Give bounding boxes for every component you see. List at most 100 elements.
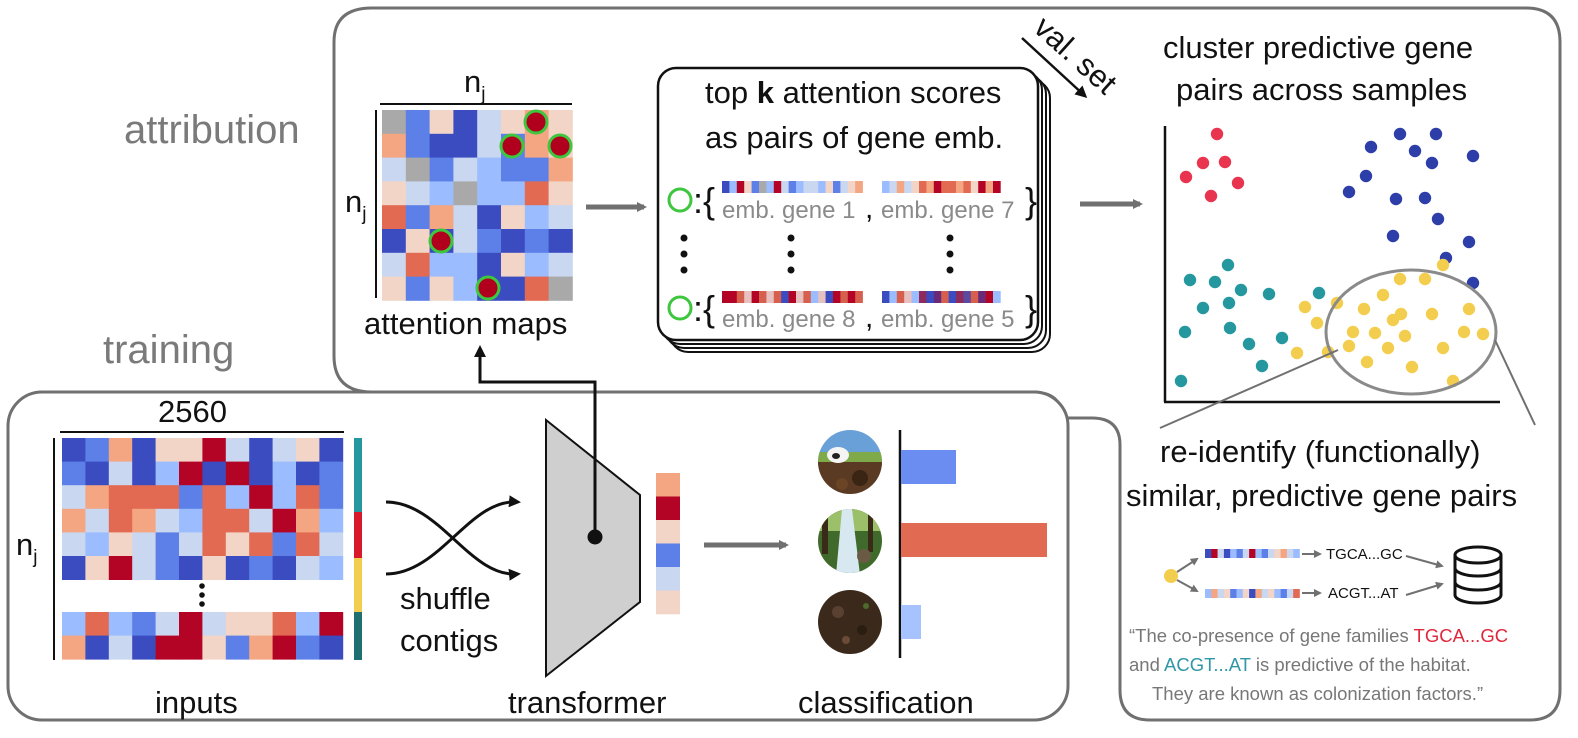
contig-color-strip: [354, 438, 362, 660]
inputs-width-label: 2560: [158, 394, 227, 429]
cluster-point-blue: [1389, 192, 1403, 206]
input-cell: [155, 556, 180, 580]
shuffle-arrow-down: [385, 500, 521, 581]
embedding-cell: [919, 291, 927, 303]
embedding-cell: [818, 181, 826, 193]
embedding-cell: [773, 291, 782, 303]
embedding-cell: [840, 181, 849, 193]
attention-cell: [524, 276, 549, 301]
cluster-point-blue: [1364, 140, 1378, 154]
embedding-cell: [803, 181, 812, 193]
input-cell: [179, 438, 203, 462]
input-cell: [319, 556, 344, 580]
input-cell: [272, 438, 297, 462]
attention-cell: [429, 110, 454, 135]
input-cell: [108, 635, 133, 660]
attention-cell: [524, 133, 549, 158]
cluster-point-yellow: [1376, 288, 1390, 302]
input-cell: [249, 485, 273, 510]
query-point: [1164, 569, 1178, 583]
embedding-bar: [882, 181, 1001, 193]
input-cell: [202, 635, 227, 660]
score-circle-icon: [667, 295, 693, 321]
input-cell: [155, 635, 180, 660]
embedding-cell: [948, 181, 957, 193]
sequence-cell: [1242, 589, 1250, 598]
embedding-cell: [896, 181, 905, 193]
attention-cell: [405, 276, 430, 301]
embedding-cell: [729, 181, 738, 193]
sequence-cell: [1242, 549, 1250, 558]
input-cell: [319, 508, 344, 533]
input-cell: [179, 612, 203, 636]
input-cell: [202, 485, 227, 510]
input-cell: [85, 485, 110, 510]
embedding-cell: [978, 181, 986, 193]
soil-icon: [818, 590, 882, 654]
embedding-cell: [970, 181, 979, 193]
attention-cell: [453, 133, 478, 158]
cluster-point-teal: [1262, 287, 1276, 301]
sequence-cell: [1261, 549, 1269, 558]
input-cell: [272, 461, 297, 486]
input-cell: [155, 438, 180, 462]
input-cell: [85, 438, 110, 462]
attention-cell: [405, 229, 430, 254]
attention-cell: [382, 252, 407, 277]
input-cell: [179, 508, 203, 533]
input-cell: [319, 438, 344, 462]
sequence-cell: [1293, 589, 1300, 598]
sequence-cell: [1217, 589, 1225, 598]
embedding-cell: [889, 291, 898, 303]
input-cell: [132, 556, 156, 580]
embedding-cell: [722, 181, 730, 193]
selected-cluster-ellipse: [1324, 268, 1498, 396]
embedding-cell: [847, 291, 856, 303]
attention-cell: [477, 205, 502, 230]
attention-cell: [429, 133, 454, 158]
sequence-cell: [1268, 589, 1275, 598]
embedding-cell: [656, 520, 680, 544]
attention-cell: [453, 276, 478, 301]
embedding-cell: [729, 291, 738, 303]
pair-right-label: emb. gene 5: [881, 306, 1014, 333]
embedding-cell: [847, 181, 856, 193]
cluster-point-blue: [1408, 144, 1422, 158]
sequence-cell: [1249, 589, 1256, 598]
shuffle-arrow-up: [385, 495, 521, 576]
input-cell: [319, 532, 344, 557]
cluster-point-yellow: [1346, 325, 1360, 339]
attention-cell: [501, 157, 526, 182]
sequence-cell: [1249, 549, 1256, 558]
input-cell: [272, 485, 297, 510]
input-cell: [319, 612, 344, 636]
attribution-panel: [332, 6, 1562, 722]
contig-segment: [354, 438, 362, 512]
input-cell: [249, 532, 273, 557]
embedding-cell: [766, 181, 775, 193]
attention-cell: [548, 157, 573, 182]
cluster-point-yellow: [1290, 346, 1304, 360]
cluster-points: [1174, 127, 1490, 388]
embedding-cell: [911, 291, 920, 303]
input-cell: [202, 438, 227, 462]
input-cell: [62, 461, 86, 486]
input-cell: [202, 461, 227, 486]
input-cell: [85, 556, 110, 580]
input-cell: [249, 612, 273, 636]
cluster-point-yellow: [1342, 339, 1356, 353]
cluster-point-teal: [1255, 359, 1269, 373]
embedding-cell: [855, 291, 863, 303]
input-cell: [132, 532, 156, 557]
input-cell: [62, 556, 86, 580]
arrow-transformer-to-attention: [474, 345, 597, 537]
attention-cell: [429, 181, 454, 206]
embedding-cell: [744, 181, 752, 193]
sequence-cell: [1223, 589, 1231, 598]
input-cell: [225, 532, 250, 557]
classification-label: classification: [798, 685, 974, 720]
quote-line3: They are known as colonization factors.”: [1152, 683, 1483, 704]
sequence-cell: [1230, 549, 1237, 558]
embedding-cell: [882, 181, 890, 193]
pair-left-label: emb. gene 1: [722, 197, 855, 224]
